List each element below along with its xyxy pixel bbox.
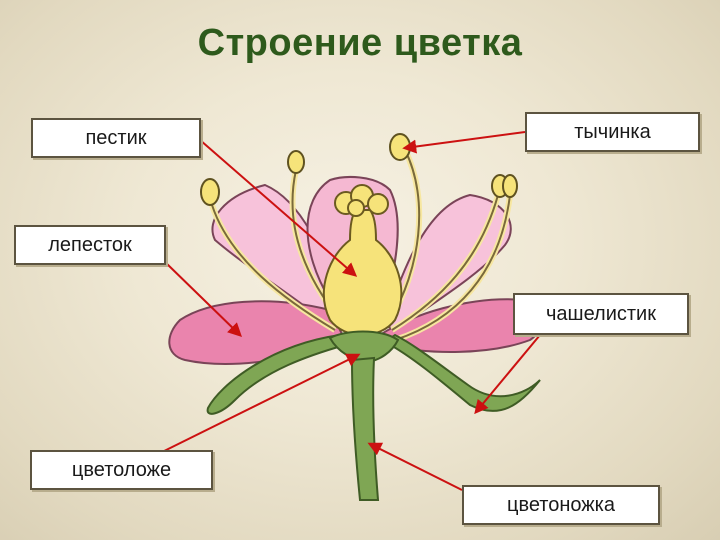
label-petal: лепесток bbox=[14, 225, 166, 265]
stem bbox=[350, 356, 380, 501]
label-pistil: пестик bbox=[31, 118, 201, 158]
pointer-arrows bbox=[149, 131, 541, 491]
pistil bbox=[322, 184, 403, 336]
label-sepal: чашелистик bbox=[513, 293, 689, 335]
front-petal-left bbox=[168, 300, 347, 365]
anthers bbox=[200, 133, 518, 206]
label-receptacle: цветоложе bbox=[30, 450, 213, 490]
diagram-title: Строение цветка bbox=[197, 22, 523, 64]
receptacle bbox=[328, 330, 400, 364]
sepal-right bbox=[383, 333, 541, 412]
label-stamen: тычинка bbox=[525, 112, 700, 152]
sepal-left bbox=[206, 333, 347, 415]
label-pedicel: цветоножка bbox=[462, 485, 660, 525]
